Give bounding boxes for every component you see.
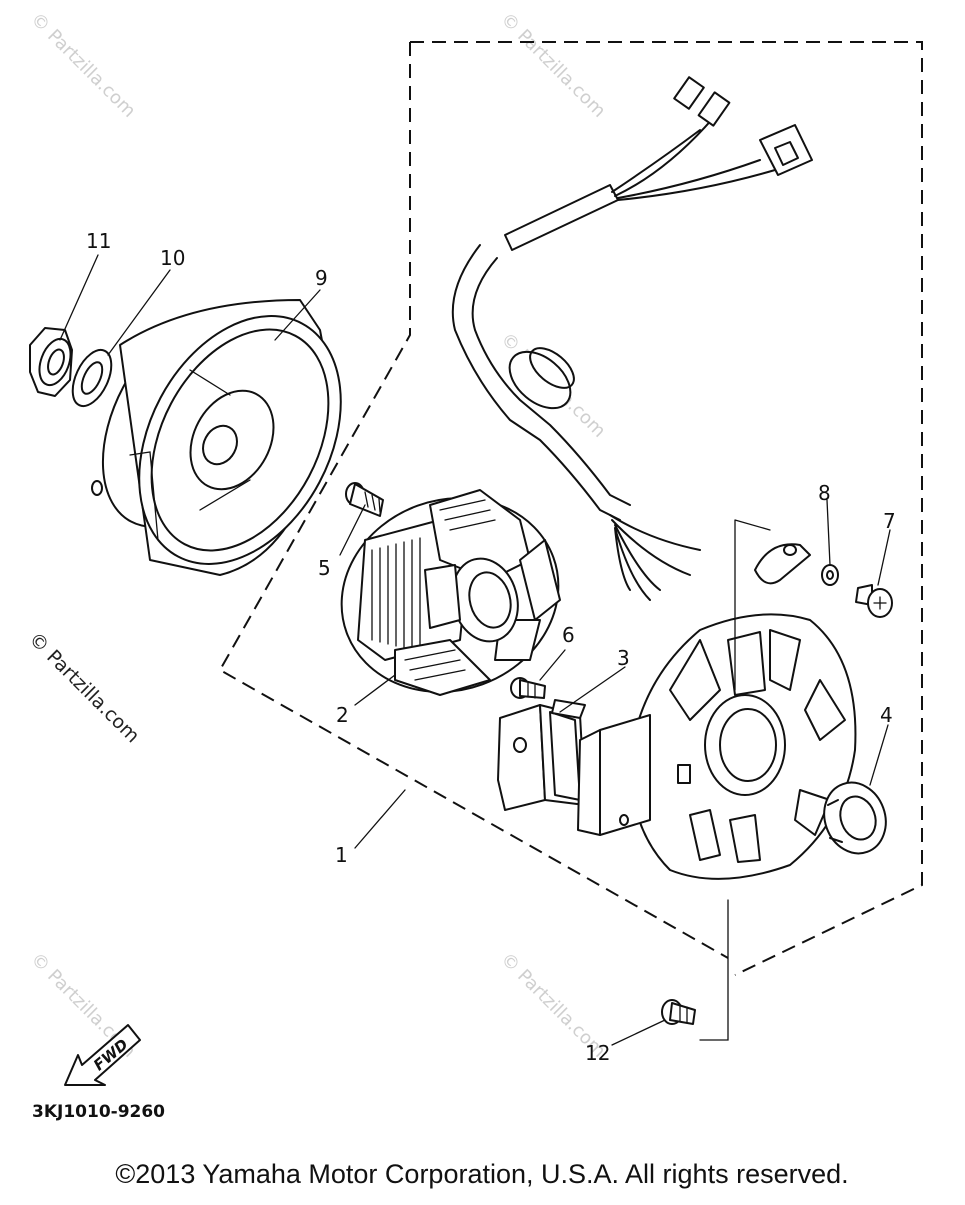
washer-part-10: [71, 348, 113, 408]
rotor-part-9: [91, 299, 342, 576]
callout-2: 2: [336, 703, 349, 727]
diagram-code: 3KJ1010-9260: [32, 1102, 165, 1122]
leader-lines: [59, 254, 891, 1046]
stator-base-plate: [577, 613, 857, 880]
callout-4: 4: [880, 703, 893, 727]
copyright-text: ©2013 Yamaha Motor Corporation, U.S.A. A…: [115, 1159, 848, 1189]
watermark-text: © Partzilla.com: [26, 9, 139, 122]
callout-1: 1: [335, 843, 348, 867]
callout-10: 10: [160, 246, 185, 270]
callout-3: 3: [617, 646, 630, 670]
callout-11: 11: [86, 229, 111, 253]
assembly-outline: [218, 41, 923, 976]
stator-part-2: [340, 489, 561, 696]
screw-part-12: [661, 999, 696, 1025]
callout-labels: 1 2 3 4 5 6 7 8 9 10 11 12: [86, 229, 896, 1065]
callout-9: 9: [315, 266, 328, 290]
watermark-text: © Partzilla.com: [24, 628, 143, 747]
pickup-coil-part-3: [497, 699, 586, 811]
callout-7: 7: [883, 509, 896, 533]
oil-seal-part-4: [823, 781, 887, 855]
nut-part-11: [29, 327, 73, 397]
watermark-text: © Partzilla.com: [496, 9, 609, 122]
screw-part-6: [510, 677, 546, 699]
callout-8: 8: [818, 481, 831, 505]
callout-5: 5: [318, 556, 331, 580]
callout-12: 12: [585, 1041, 610, 1065]
wire-harness: [451, 76, 813, 601]
bolt-part-5: [345, 482, 384, 517]
callout-6: 6: [562, 623, 575, 647]
clamp-part-8: [754, 543, 839, 586]
screw-part-7: [855, 584, 893, 618]
